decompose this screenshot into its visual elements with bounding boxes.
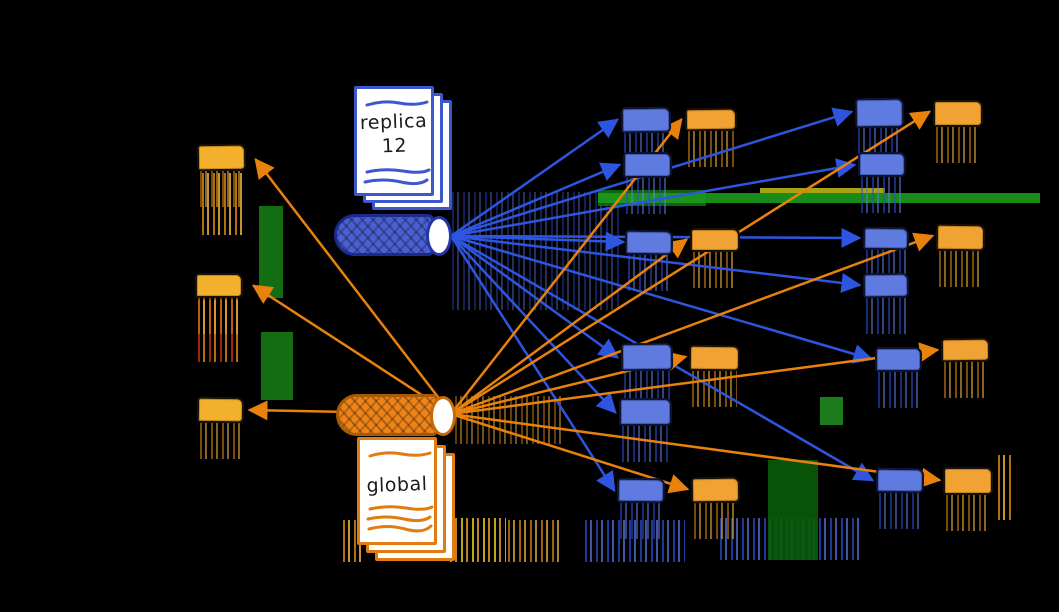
replica-log-edge (449, 234, 620, 359)
page-front: global (357, 437, 437, 545)
replica-log-edge (449, 162, 622, 238)
edge-fringe-strip (939, 251, 982, 287)
green-accent-bar (259, 206, 283, 298)
edge-fringe-strip (620, 503, 662, 539)
green-accent-bar (820, 397, 843, 425)
noise-strip (998, 455, 1012, 520)
global-log-edge (449, 342, 940, 416)
green-accent-bar (760, 188, 885, 193)
global-log-edge (254, 158, 453, 416)
edge-fringe-strip (936, 127, 980, 163)
squiggle-line (365, 100, 429, 107)
global-log-edge (251, 284, 453, 416)
edge-fringe-strip (861, 177, 903, 213)
replica-log-edge (449, 234, 874, 364)
green-accent-bar (768, 460, 818, 560)
global-log-edge (449, 238, 689, 416)
edge-fringe-strip (866, 298, 906, 334)
green-accent-bar (261, 332, 293, 400)
noise-strip (343, 520, 361, 562)
edge-fringe-strip (200, 423, 241, 459)
global-label: global (366, 472, 428, 498)
document-stack-icon: global (357, 437, 457, 563)
edge-fringe-strip (694, 503, 737, 539)
replica-log-edge (449, 158, 857, 238)
global-log-edge (449, 232, 935, 416)
log-cylinder-icon (334, 212, 454, 258)
green-accent-bar (598, 193, 1040, 203)
edge-fringe-strip (879, 493, 921, 529)
replica-log-edge (449, 118, 620, 238)
squiggle-lines (363, 168, 431, 186)
edge-fringe-strip (944, 362, 987, 398)
edge-fringe-strip (200, 171, 243, 207)
edge-fringe-strip (878, 372, 919, 408)
edge-fringe-strip (946, 495, 990, 531)
noise-strip (508, 520, 560, 562)
global-log-edge (449, 110, 932, 416)
squiggle-lines (366, 505, 434, 533)
replica-log-edge (449, 234, 862, 293)
replica-log-edge (449, 234, 617, 414)
noise-strip (450, 518, 506, 562)
edge-fringe-strip (622, 426, 669, 462)
edge-fringe-strip (198, 298, 240, 334)
global-log-edge (449, 412, 942, 488)
edge-fringe-strip (626, 178, 669, 214)
global-log-edge (449, 412, 690, 494)
log-cylinder-icon (336, 392, 458, 438)
squiggle-line (368, 451, 432, 458)
